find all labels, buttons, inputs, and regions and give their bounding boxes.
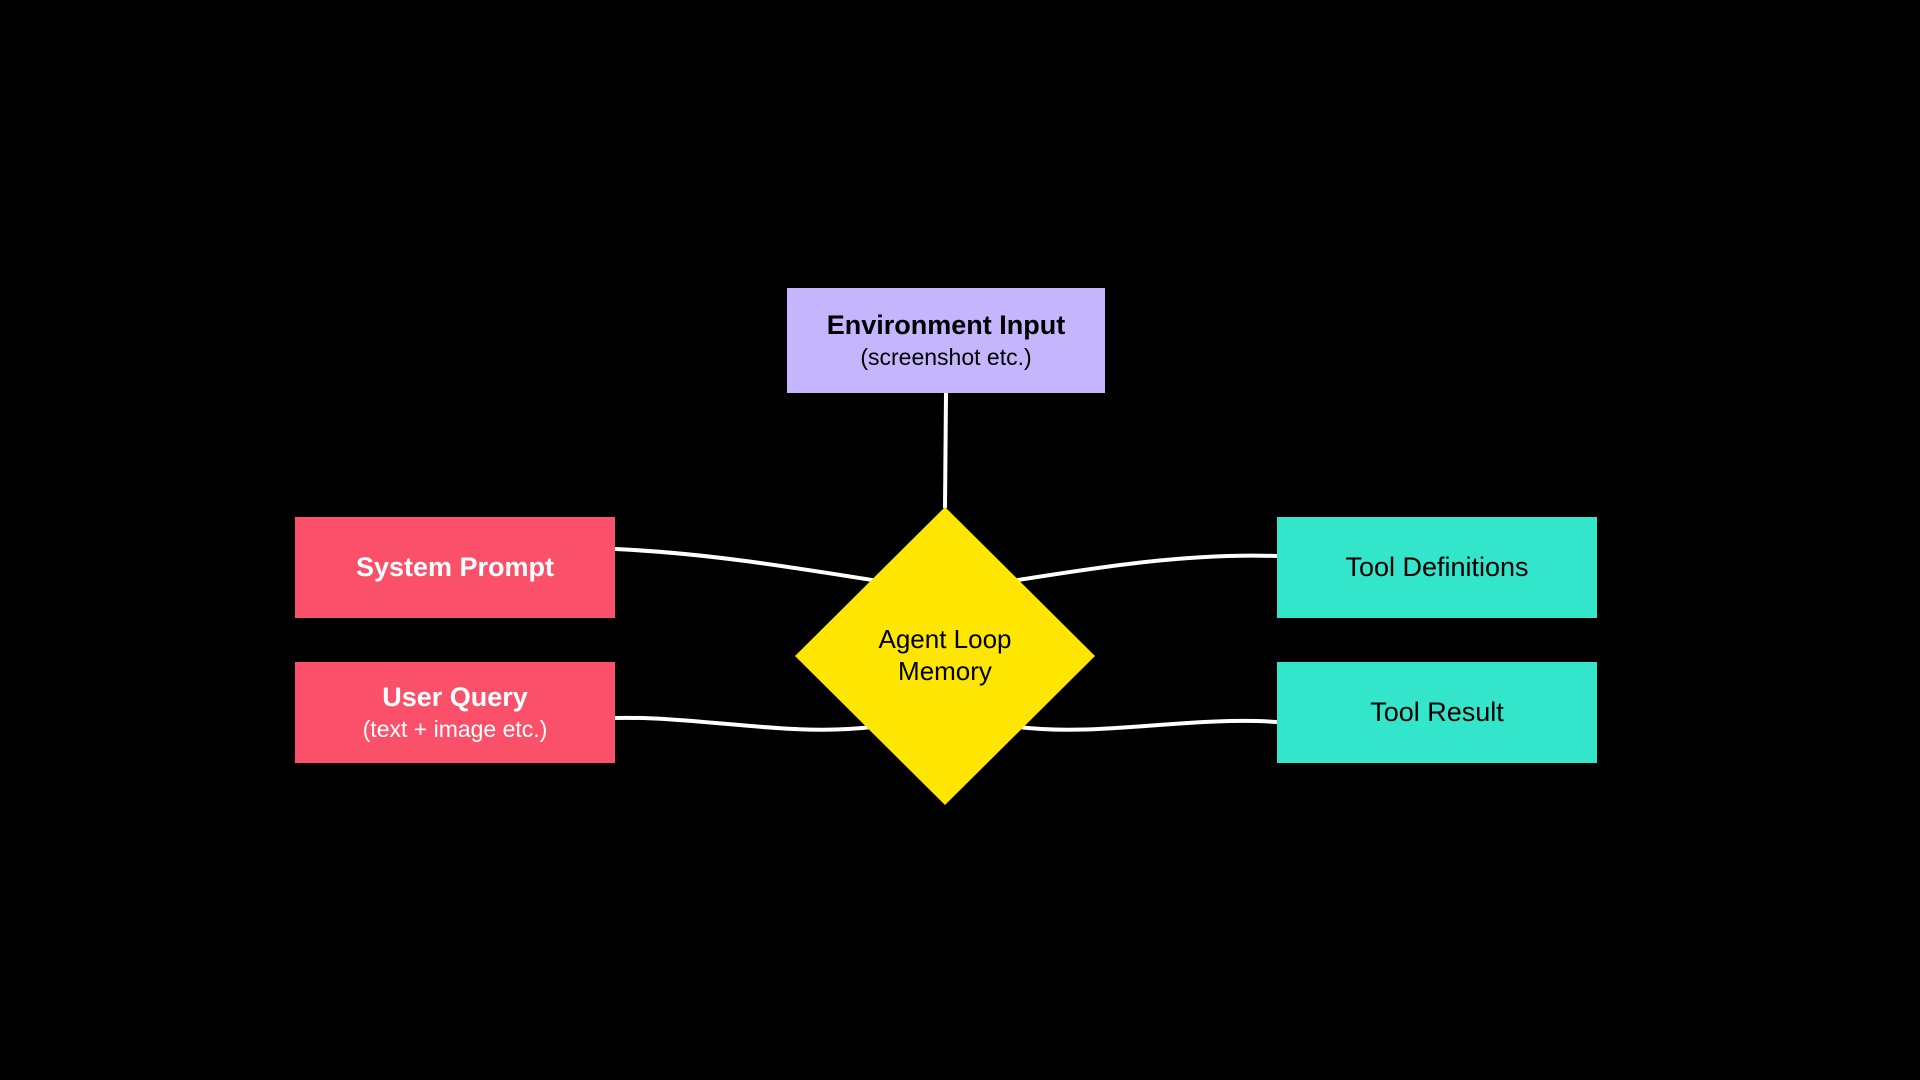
node-user-query-subtitle: (text + image etc.) (362, 715, 548, 742)
node-system-prompt[interactable]: System Prompt (295, 517, 615, 618)
node-agent-loop-memory-label: Agent Loop Memory (878, 624, 1011, 687)
node-user-query[interactable]: User Query (text + image etc.) (295, 662, 615, 763)
node-agent-loop-memory[interactable]: Agent Loop Memory (795, 507, 1095, 805)
edge-environment-input-to-agent-loop (943, 392, 948, 509)
node-user-query-title: User Query (382, 682, 528, 712)
node-environment-input-subtitle: (screenshot etc.) (860, 343, 1032, 370)
node-tool-definitions[interactable]: Tool Definitions (1277, 517, 1597, 618)
node-agent-loop-memory-line2: Memory (898, 656, 992, 686)
node-environment-input[interactable]: Environment Input (screenshot etc.) (787, 288, 1105, 393)
node-tool-result[interactable]: Tool Result (1277, 662, 1597, 763)
node-tool-result-title: Tool Result (1370, 696, 1504, 727)
node-system-prompt-title: System Prompt (355, 551, 555, 582)
node-tool-definitions-title: Tool Definitions (1345, 551, 1529, 582)
node-agent-loop-memory-line1: Agent Loop (878, 624, 1012, 655)
node-environment-input-title: Environment Input (826, 310, 1066, 340)
diamond-shape-icon (795, 507, 1095, 805)
